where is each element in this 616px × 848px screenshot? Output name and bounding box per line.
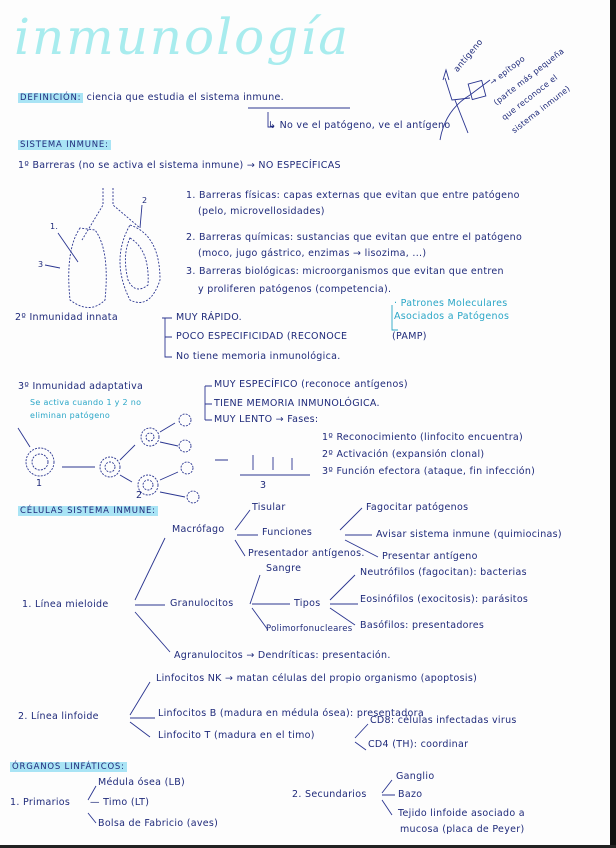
adaptativa-note: eliminan patógeno <box>30 411 111 420</box>
pamp-note: Asociados a Patógenos <box>394 311 510 322</box>
barrera-item: (moco, jugo gástrico, enzimas → lisozima… <box>198 248 427 259</box>
linfoide-child: Linfocito T (madura en el timo) <box>158 730 315 741</box>
barrera-item: 3. Barreras biológicas: microorganismos … <box>186 266 504 277</box>
tipo: Neutrófilos (fagocitan): bacterias <box>360 567 527 578</box>
barrera-item: 2. Barreras químicas: sustancias que evi… <box>186 232 523 243</box>
granulocito-child: Tipos <box>294 598 321 609</box>
granulocito-child: Sangre <box>266 563 302 574</box>
adaptativa-note: Se activa cuando 1 y 2 no <box>30 398 142 407</box>
linfoide-label: 2. Línea linfoide <box>18 711 99 722</box>
definition-note: ↳ No ve el patógeno, ve el antígeno <box>268 120 451 131</box>
phase: 3º Función efectora (ataque, fin infecci… <box>322 466 536 477</box>
scan-edge <box>610 0 616 848</box>
section-heading: ÓRGANOS LINFÁTICOS: <box>10 762 127 772</box>
granulocito-child: Polimorfonucleares <box>266 624 353 634</box>
definition-label: DEFINICIÓN: <box>18 93 84 103</box>
diagram-label: 3 <box>38 260 44 269</box>
section-heading: SISTEMA INMUNE: <box>18 140 111 150</box>
innata-branch: No tiene memoria inmunológica. <box>176 351 341 362</box>
tipo: Eosinófilos (exocitosis): parásitos <box>360 594 529 605</box>
cell-label: 2 <box>136 490 143 501</box>
antigen-diagram <box>439 68 491 141</box>
linfocito-t-child: CD4 (TH): coordinar <box>368 739 469 750</box>
diagram-label: 2 <box>142 196 148 205</box>
granulocitos: Granulocitos <box>170 598 234 609</box>
cell-label: 1 <box>36 478 43 489</box>
funcion: Fagocitar patógenos <box>366 502 469 513</box>
linfoide-child: Linfocitos B (madura en médula ósea): pr… <box>158 708 424 719</box>
section-heading: CÉLULAS SISTEMA INMUNE: <box>18 506 158 516</box>
macrofago-child: Presentador antígenos. <box>248 548 365 559</box>
secundarios-label: 2. Secundarios <box>292 789 367 800</box>
agranulocitos: Agranulocitos → Dendríticas: presentació… <box>174 650 391 661</box>
primarios-label: 1. Primarios <box>10 797 71 808</box>
cell-label: 3 <box>260 480 267 491</box>
innata-title: 2º Inmunidad innata <box>15 312 118 323</box>
cell-diagram <box>25 413 200 504</box>
adaptativa-branch: MUY LENTO → Fases: <box>214 414 319 425</box>
primario-item: Bolsa de Fabricio (aves) <box>98 818 219 829</box>
barrera-item: (pelo, microvellosidades) <box>198 206 325 217</box>
secundario-item: Ganglio <box>396 771 435 782</box>
barrera-item: y proliferen patógenos (competencia). <box>198 284 392 295</box>
adaptativa-title: 3º Inmunidad adaptativa <box>18 381 144 392</box>
funcion: Avisar sistema inmune (quimiocinas) <box>376 529 562 540</box>
secundario-item: Bazo <box>398 789 423 800</box>
page-title: inmunología <box>14 8 351 66</box>
pamp: (PAMP) <box>392 331 427 342</box>
lungs-diagram <box>68 188 161 308</box>
adaptativa-branch: MUY ESPECÍFICO (reconoce antígenos) <box>214 379 408 390</box>
primario-item: Médula ósea (LB) <box>98 777 186 788</box>
secundario-item: mucosa (placa de Peyer) <box>400 824 525 835</box>
adaptativa-branch: TIENE MEMORIA INMUNOLÓGICA. <box>214 398 380 409</box>
mieloide-label: 1. Línea mieloide <box>22 599 109 610</box>
barreras-title: 1º Barreras (no se activa el sistema inm… <box>18 160 341 171</box>
macrofago-child: Tisular <box>252 502 286 513</box>
innata-branch: MUY RÁPIDO. <box>176 312 242 323</box>
linfoide-child: Linfocitos NK → matan células del propio… <box>156 673 478 684</box>
macrofago-child: Funciones <box>262 527 313 538</box>
tipo: Basófilos: presentadores <box>360 620 485 631</box>
pamp-note: · Patrones Moleculares <box>394 298 508 309</box>
macrofago: Macrófago <box>172 524 225 535</box>
innata-branch: POCO ESPECIFICIDAD (RECONOCE <box>176 331 348 342</box>
scan-edge <box>0 845 616 848</box>
linfocito-t-child: CD8: células infectadas virus <box>370 715 517 726</box>
definition-text: ciencia que estudia el sistema inmune. <box>86 92 284 103</box>
phase: 2º Activación (expansión clonal) <box>322 449 485 460</box>
phase: 1º Reconocimiento (linfocito encuentra) <box>322 432 524 443</box>
secundario-item: Tejido linfoide asociado a <box>398 808 525 819</box>
funcion: Presentar antígeno <box>382 551 478 562</box>
barrera-item: 1. Barreras físicas: capas externas que … <box>186 190 520 201</box>
primario-item: — Timo (LT) <box>90 797 150 808</box>
diagram-label: 1. <box>50 222 59 231</box>
